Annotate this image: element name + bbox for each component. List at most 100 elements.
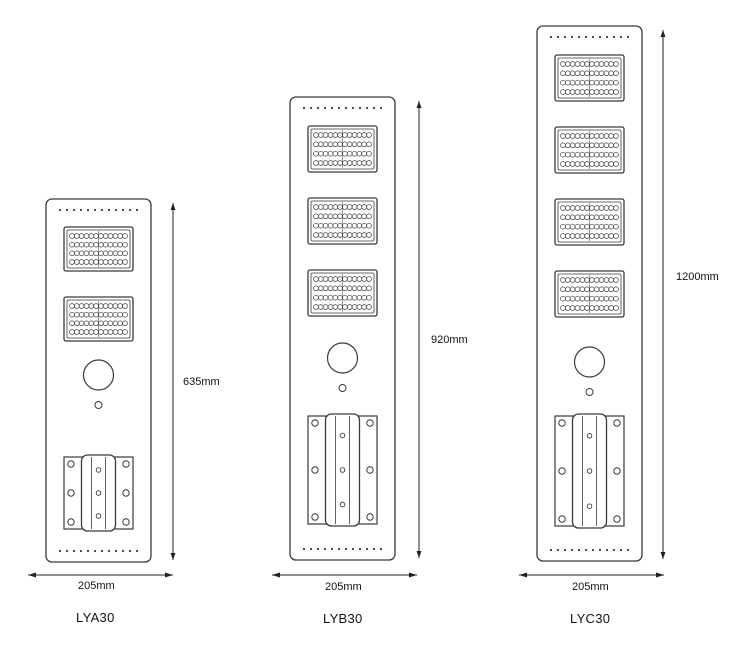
led-dot	[569, 142, 576, 149]
rivet-dot	[107, 208, 111, 212]
led-dot	[351, 204, 358, 210]
led-dot	[74, 233, 80, 239]
led-dot	[613, 286, 619, 293]
bracket-screw	[67, 460, 75, 468]
led-dot	[574, 89, 581, 95]
led-dot	[574, 161, 581, 167]
led-dot	[322, 160, 329, 166]
led-dot	[589, 151, 595, 158]
led-dot	[93, 233, 99, 239]
rivet-dot	[65, 208, 69, 212]
led-dot	[78, 320, 85, 327]
led-dot	[584, 133, 590, 139]
led-dot	[88, 320, 95, 327]
led-dot	[593, 205, 600, 211]
rivet-dot	[626, 35, 630, 39]
led-dot	[565, 305, 571, 311]
led-dot	[593, 151, 600, 158]
led-dot	[88, 250, 95, 257]
light-sensor	[326, 342, 359, 374]
bracket-screw	[613, 515, 621, 523]
led-dot	[574, 79, 581, 86]
led-dot	[69, 311, 75, 318]
rivet-dot	[549, 548, 553, 552]
clamp-bolt	[95, 490, 102, 496]
led-dot	[593, 89, 600, 95]
led-dot	[356, 285, 363, 292]
bracket-screw	[67, 518, 75, 526]
led-dot	[351, 232, 358, 238]
led-dot	[579, 142, 586, 149]
led-dot	[83, 303, 90, 309]
led-dot	[598, 79, 605, 86]
led-dot	[102, 311, 109, 318]
led-module	[554, 54, 625, 102]
led-dot	[366, 232, 372, 238]
led-dot	[366, 150, 372, 157]
height-arrow-bottom	[416, 551, 422, 558]
led-dot	[579, 161, 586, 167]
rivet-dot	[135, 549, 139, 553]
led-dot	[608, 151, 614, 158]
led-dot	[88, 329, 95, 335]
led-dot	[598, 233, 605, 239]
bracket-screw	[558, 467, 566, 475]
led-dot	[356, 132, 363, 138]
width-arrow-left	[28, 572, 36, 578]
bracket-screw	[613, 467, 621, 475]
led-dot	[122, 259, 128, 265]
led-dot	[598, 277, 605, 283]
led-dot	[569, 161, 576, 167]
rivet-dot	[330, 547, 334, 551]
led-dot	[117, 320, 123, 327]
bracket-screw	[311, 419, 319, 427]
led-module	[63, 226, 134, 272]
rivet-dot	[337, 547, 341, 551]
led-dot	[337, 285, 343, 292]
led-dot	[589, 305, 595, 311]
led-dot	[342, 132, 348, 138]
led-dot	[608, 286, 614, 293]
rivet-dot	[619, 548, 623, 552]
led-dot	[107, 259, 114, 265]
led-dot	[603, 223, 610, 230]
led-dot	[366, 285, 372, 292]
led-dot	[122, 250, 128, 257]
led-dot	[603, 142, 610, 149]
led-dot	[574, 133, 581, 139]
led-dot	[313, 132, 319, 138]
led-dot	[322, 222, 329, 229]
rivet-dot	[93, 549, 97, 553]
led-dot	[337, 132, 343, 138]
led-dot	[318, 294, 324, 301]
led-dot	[93, 303, 99, 309]
led-dot	[98, 241, 104, 248]
led-dot	[313, 204, 319, 210]
led-dot	[342, 222, 348, 229]
rivet-row	[58, 549, 139, 553]
led-dot	[608, 161, 614, 167]
bracket-screw	[311, 513, 319, 521]
led-module	[554, 198, 625, 246]
rivet-dot	[365, 106, 369, 110]
led-dot	[98, 259, 104, 265]
rivet-dot	[591, 35, 595, 39]
led-dot	[346, 141, 353, 148]
led-dot	[589, 295, 595, 302]
led-dot	[579, 89, 586, 95]
led-module-inner-frame	[66, 229, 131, 269]
led-dot	[565, 233, 571, 239]
led-dot	[346, 160, 353, 166]
rivet-dot	[598, 548, 602, 552]
bracket-screw	[122, 460, 130, 468]
led-dot	[560, 214, 566, 221]
led-dot	[122, 233, 128, 239]
led-dot	[589, 223, 595, 230]
led-dot	[83, 250, 90, 257]
led-dot	[574, 277, 581, 283]
led-dot	[322, 141, 329, 148]
height-arrow-bottom	[660, 552, 666, 559]
led-dot	[356, 276, 363, 282]
led-dot	[593, 70, 600, 77]
led-dot	[313, 276, 319, 282]
